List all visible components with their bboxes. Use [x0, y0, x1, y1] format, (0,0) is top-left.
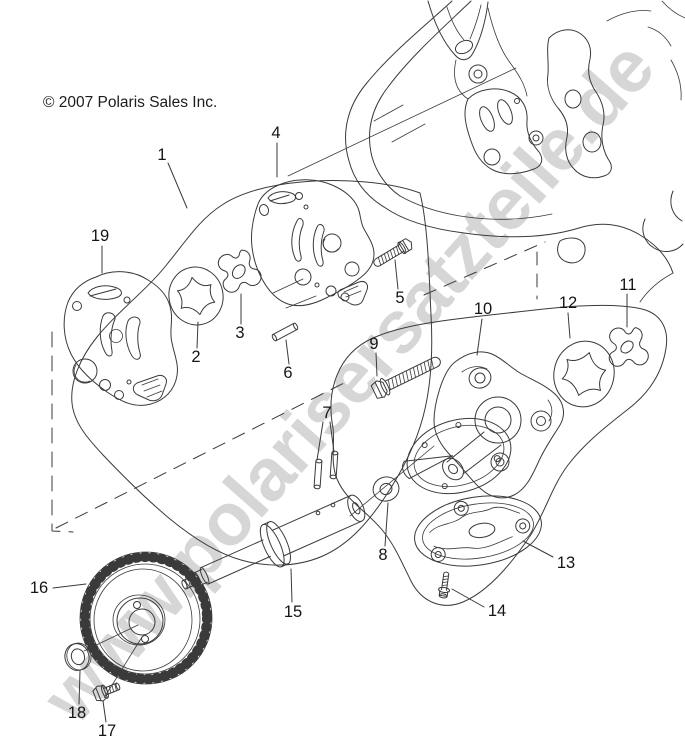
callout-leader-14 [451, 588, 485, 608]
assembly-axis-line [349, 445, 435, 517]
callout-12: 12 [559, 294, 577, 339]
part-number-7: 7 [322, 404, 331, 422]
part-number-3: 3 [235, 324, 244, 342]
callout-leader-13 [522, 540, 554, 558]
part-number-13: 13 [557, 554, 575, 572]
part-number-14: 14 [488, 602, 506, 620]
watermark-text: www.polarisersatzteile.de [26, 26, 670, 739]
callout-2: 2 [191, 321, 201, 366]
callout-1: 1 [157, 146, 188, 209]
callout-8: 8 [378, 502, 389, 564]
callout-leader-15 [290, 568, 293, 603]
surface-hatch-marks [373, 104, 426, 143]
callout-leader-5 [394, 259, 399, 290]
strainer-plate-drawing [402, 417, 512, 495]
part-number-1: 1 [157, 146, 166, 164]
callout-14: 14 [451, 588, 506, 620]
part-number-6: 6 [283, 364, 292, 382]
callout-19: 19 [91, 227, 109, 274]
callout-10: 10 [474, 300, 492, 356]
callout-leader-16 [52, 583, 87, 589]
callout-leader-6 [285, 339, 290, 365]
outer-rotor-2-drawing [168, 266, 224, 326]
copyright-text: © 2007 Polaris Sales Inc. [43, 94, 217, 111]
inner-rotor-11-drawing [608, 327, 649, 367]
pins-7-drawing [313, 450, 339, 516]
part-number-10: 10 [474, 300, 492, 318]
crankcase-drawing [287, 0, 685, 303]
bolt-17-drawing [92, 682, 121, 702]
callout-7: 7 [316, 404, 335, 461]
part-number-18: 18 [68, 704, 86, 722]
washer-18-drawing [64, 642, 92, 671]
watermark-layer: www.polarisersatzteile.de [26, 26, 670, 739]
callout-11: 11 [619, 276, 637, 328]
alignment-line [287, 67, 517, 177]
assembly-boundaries [51, 179, 668, 606]
right-group-outline [330, 304, 668, 606]
bolt-5-drawing [373, 238, 413, 267]
callout-leader-12 [567, 312, 571, 339]
pump-body-4-drawing [251, 179, 375, 309]
pin-6-drawing [271, 322, 299, 342]
cover-plate-13-drawing [414, 495, 542, 567]
gear-16-drawing [79, 551, 213, 699]
shaft-15-drawing [181, 494, 366, 590]
part-number-5: 5 [395, 289, 404, 307]
callout-3: 3 [235, 293, 245, 342]
part-number-4: 4 [271, 124, 280, 142]
inner-rotor-3-drawing [217, 249, 262, 293]
callout-6: 6 [283, 339, 293, 382]
pump-cover-19-drawing [63, 271, 178, 406]
part-number-16: 16 [30, 579, 48, 597]
callout-16: 16 [30, 579, 87, 597]
callout-leader-17 [102, 700, 107, 723]
part-number-11: 11 [619, 276, 636, 294]
gear-teeth [80, 552, 212, 684]
callout-leader-2 [196, 321, 199, 349]
callout-9: 9 [369, 335, 379, 377]
bolt-9-drawing [370, 356, 441, 399]
part-number-2: 2 [191, 348, 200, 366]
outer-rotor-12-drawing [553, 340, 615, 408]
left-group-outline [71, 179, 433, 566]
dashed-boundary-lower [55, 380, 349, 529]
callout-17: 17 [98, 700, 116, 740]
callout-leader-1 [167, 162, 188, 209]
callout-13: 13 [522, 540, 575, 572]
part-number-19: 19 [91, 227, 109, 245]
callout-leader-10 [476, 318, 483, 356]
dashdot-border [51, 331, 74, 533]
callout-15: 15 [284, 568, 302, 621]
callout-leader-8 [384, 502, 389, 547]
part-number-9: 9 [369, 335, 378, 353]
callout-leader-9 [375, 352, 378, 377]
dashed-boundary-upper [423, 241, 546, 296]
part-number-17: 17 [98, 722, 116, 740]
pump-body-10-drawing [433, 351, 564, 499]
callout-leader-7 [316, 421, 324, 461]
part-number-15: 15 [284, 603, 302, 621]
callout-5: 5 [394, 259, 405, 307]
screw-14-drawing [438, 571, 450, 599]
callout-leader-18 [78, 670, 81, 705]
callout-18: 18 [68, 670, 86, 722]
callout-4: 4 [271, 124, 281, 178]
callout-leader-7 [329, 421, 335, 453]
part-number-12: 12 [559, 294, 577, 312]
part-number-8: 8 [378, 546, 387, 564]
